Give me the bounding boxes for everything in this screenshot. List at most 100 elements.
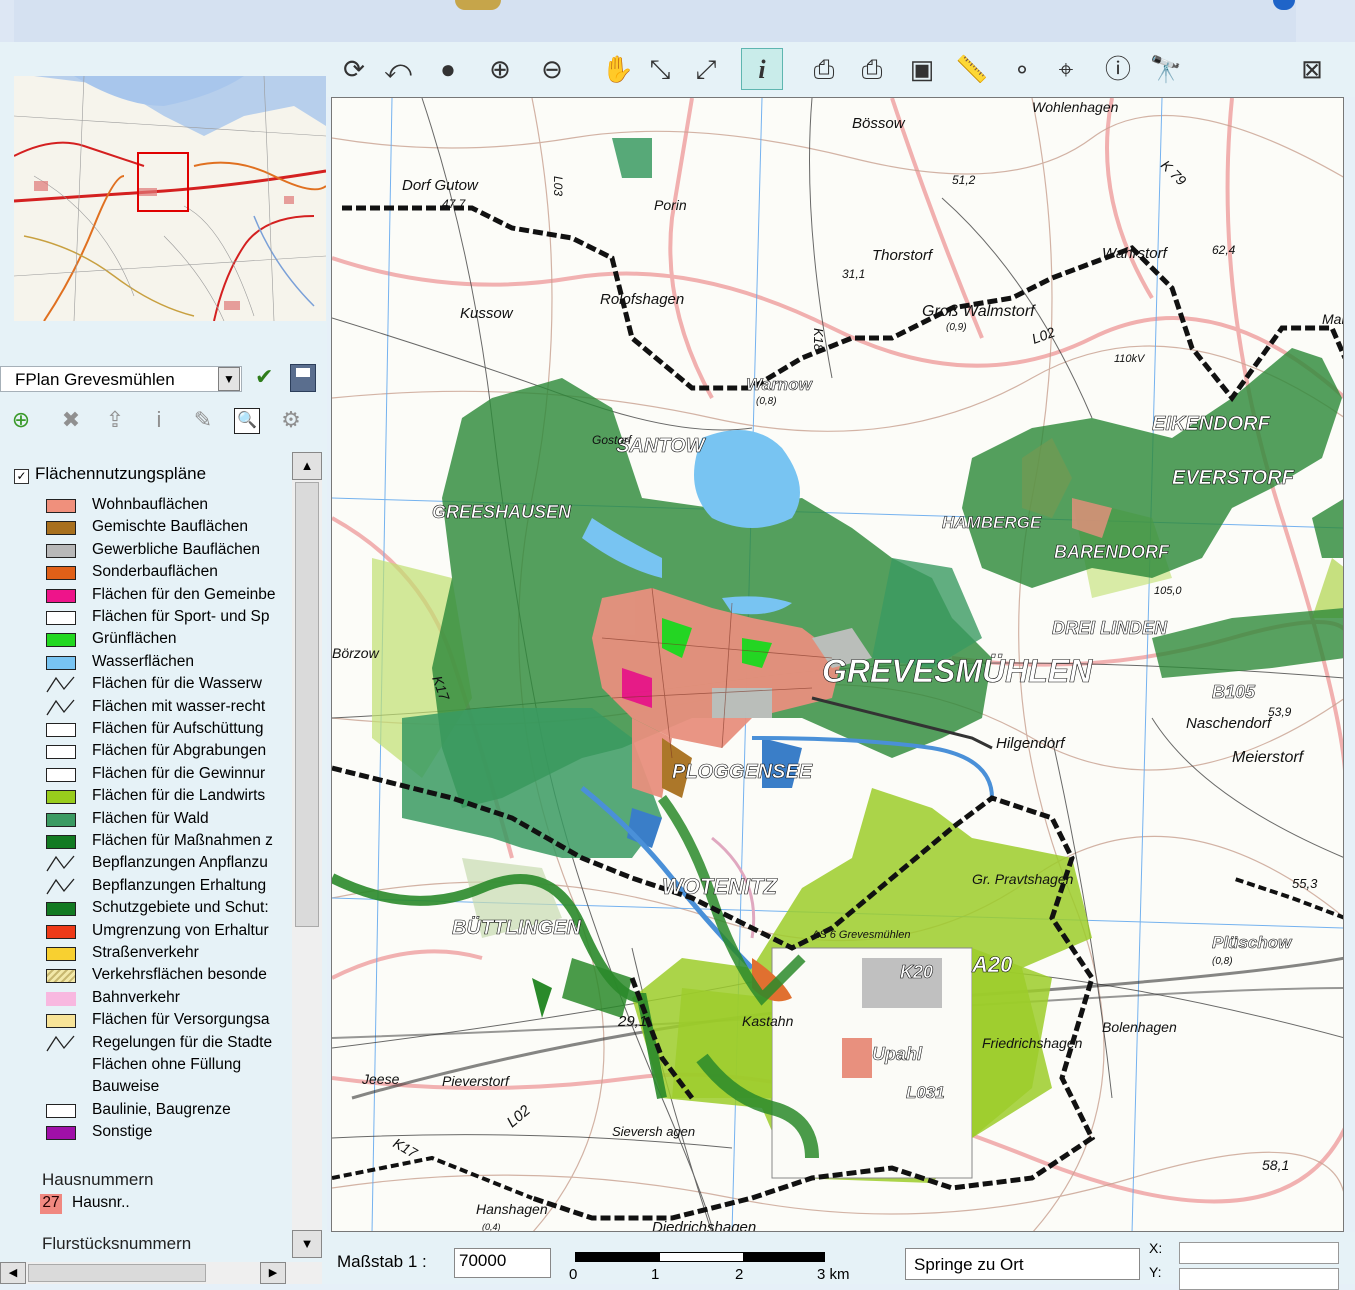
scale-bar-segment bbox=[575, 1252, 659, 1262]
legend-swatch bbox=[46, 947, 76, 961]
zoom-layer-icon[interactable]: 🔍 bbox=[234, 408, 260, 434]
scroll-thumb-horizontal[interactable] bbox=[28, 1264, 206, 1282]
legend-item-label: Flächen für Wald bbox=[92, 810, 209, 827]
hausnummer-sample: 27 bbox=[40, 1194, 62, 1214]
point-icon[interactable]: ∘ bbox=[1013, 54, 1031, 84]
measure-icon[interactable]: 📏 bbox=[955, 54, 989, 84]
map-label: Dorf Gutow bbox=[402, 177, 479, 194]
expand-icon[interactable]: ⤢ bbox=[695, 54, 717, 84]
map-label: AS 6 Grevesmühlen bbox=[811, 929, 910, 941]
print-add-icon[interactable]: ⎙ bbox=[861, 54, 883, 84]
layer-settings-icon[interactable]: ⚙ bbox=[281, 407, 301, 432]
legend-swatch bbox=[46, 1126, 76, 1140]
map-label: Thorstorf bbox=[872, 247, 934, 264]
add-layer-icon[interactable]: ⊕ bbox=[11, 407, 31, 432]
legend-item-label: Straßenverkehr bbox=[92, 944, 199, 961]
legend-line-icon bbox=[46, 878, 75, 895]
flurstuecke-title: Flurstücksnummern bbox=[42, 1234, 192, 1253]
jump-to-place-input[interactable]: Springe zu Ort bbox=[905, 1248, 1140, 1280]
upload-icon[interactable]: ⇪ bbox=[105, 407, 125, 432]
map-label: 62,4 bbox=[1212, 243, 1236, 257]
edit-icon[interactable]: ✎ bbox=[193, 407, 213, 432]
legend-item-label: Flächen für die Landwirts bbox=[92, 787, 266, 804]
scale-tick-label: 3 km bbox=[817, 1266, 850, 1283]
layer-info-icon[interactable]: i bbox=[156, 407, 162, 432]
chevron-down-icon[interactable]: ▼ bbox=[218, 367, 240, 391]
scale-bar-segment bbox=[743, 1252, 825, 1262]
map-label: Bössow bbox=[852, 115, 906, 132]
map-label: K18 bbox=[811, 328, 826, 352]
checkmark-icon[interactable]: ✔ bbox=[255, 364, 274, 389]
legend-swatch bbox=[46, 745, 76, 759]
map-label: 31,1 bbox=[842, 267, 865, 281]
scroll-left-icon[interactable]: ◀ bbox=[0, 1262, 26, 1284]
legend-line-icon bbox=[46, 1035, 75, 1052]
zoom-back-icon[interactable]: ⤺ bbox=[384, 54, 412, 84]
zoom-in-icon[interactable]: ⊕ bbox=[489, 54, 511, 84]
map-label: SANTOW bbox=[616, 435, 707, 457]
legend-vertical-scrollbar[interactable]: ▲ ▼ bbox=[292, 452, 322, 1258]
legend-swatch bbox=[46, 521, 76, 535]
scale-bar bbox=[575, 1252, 825, 1262]
save-disk-icon[interactable] bbox=[290, 364, 316, 392]
legend-item-label: Flächen für den Gemeinbe bbox=[92, 586, 276, 603]
refresh-icon[interactable]: ⟳ bbox=[343, 54, 365, 84]
legend-swatch bbox=[46, 1104, 76, 1118]
map-label: Sieversh agen bbox=[612, 1124, 695, 1139]
map-label: Porin bbox=[654, 197, 687, 213]
legend-horizontal-scrollbar[interactable]: ◀ ▶ bbox=[0, 1262, 322, 1284]
shrink-icon[interactable]: ⤡ bbox=[649, 54, 671, 84]
print-icon[interactable]: ⎙ bbox=[813, 54, 835, 84]
save-icon[interactable]: ▣ bbox=[909, 54, 935, 84]
banner-corner-icon bbox=[1273, 0, 1295, 10]
scale-input[interactable]: 70000 bbox=[454, 1248, 551, 1278]
legend-item-label: Bepflanzungen Erhaltung bbox=[92, 877, 267, 894]
scroll-right-icon[interactable]: ▶ bbox=[260, 1262, 286, 1284]
map-label: GREESHAUSEN bbox=[432, 502, 572, 522]
legend-item-label: Flächen mit wasser-recht bbox=[92, 698, 266, 715]
pan-hand-icon[interactable]: ✋ bbox=[601, 54, 635, 84]
scale-tick-label: 1 bbox=[651, 1266, 660, 1283]
checkbox-icon[interactable]: ✓ bbox=[14, 469, 29, 484]
search-binoculars-icon[interactable]: 🔭 bbox=[1149, 54, 1183, 84]
legend-item-label: Flächen für Maßnahmen z bbox=[92, 832, 273, 849]
info-icon[interactable]: i bbox=[741, 48, 783, 90]
overview-map-graphic bbox=[14, 76, 326, 321]
scroll-thumb[interactable] bbox=[295, 482, 319, 927]
close-icon[interactable]: ⊠ bbox=[1301, 54, 1323, 84]
legend-item-label: Baulinie, Baugrenze bbox=[92, 1101, 231, 1118]
scroll-down-icon[interactable]: ▼ bbox=[292, 1230, 322, 1258]
legend-item-label: Wohnbauflächen bbox=[92, 496, 209, 513]
legend-swatch bbox=[46, 499, 76, 513]
map-label: Gr. Pravtshagen bbox=[972, 871, 1074, 887]
legend-line-icon bbox=[46, 699, 75, 716]
legend-swatch bbox=[46, 1014, 76, 1028]
scroll-up-icon[interactable]: ▲ bbox=[292, 452, 322, 480]
y-coordinate-field[interactable] bbox=[1179, 1268, 1339, 1290]
x-coordinate-field[interactable] bbox=[1179, 1242, 1339, 1264]
map-label: Rolofshagen bbox=[600, 291, 684, 308]
overview-map[interactable] bbox=[14, 76, 326, 321]
legend-item-label: Bauweise bbox=[92, 1078, 160, 1095]
map-label: 51,2 bbox=[952, 173, 976, 187]
legend-group-title[interactable]: ✓Flächennutzungspläne bbox=[14, 464, 206, 484]
remove-layer-icon[interactable]: ✖ bbox=[61, 407, 81, 432]
map-label: Warnow bbox=[746, 375, 814, 394]
layer-select[interactable]: FPlan Grevesmühlen bbox=[0, 366, 242, 392]
map-label: 58,1 bbox=[1262, 1157, 1289, 1173]
legend-swatch bbox=[46, 813, 76, 827]
feature-info-icon[interactable]: ⓘ bbox=[1104, 54, 1131, 84]
legend-line-icon bbox=[46, 676, 75, 693]
legend-item-label: Wasserflächen bbox=[92, 653, 194, 670]
coordinate-icon[interactable]: ⌖ bbox=[1058, 54, 1074, 84]
map-label: Friedrichshagen bbox=[982, 1035, 1083, 1051]
legend-swatch bbox=[46, 969, 76, 983]
map-label: Plüschow bbox=[1212, 933, 1293, 952]
banner-band bbox=[14, 0, 1296, 42]
globe-icon[interactable]: ● bbox=[440, 54, 456, 84]
legend-swatch bbox=[46, 544, 76, 558]
zoom-out-icon[interactable]: ⊖ bbox=[541, 54, 563, 84]
map-label: HAMBERGE bbox=[942, 513, 1042, 532]
